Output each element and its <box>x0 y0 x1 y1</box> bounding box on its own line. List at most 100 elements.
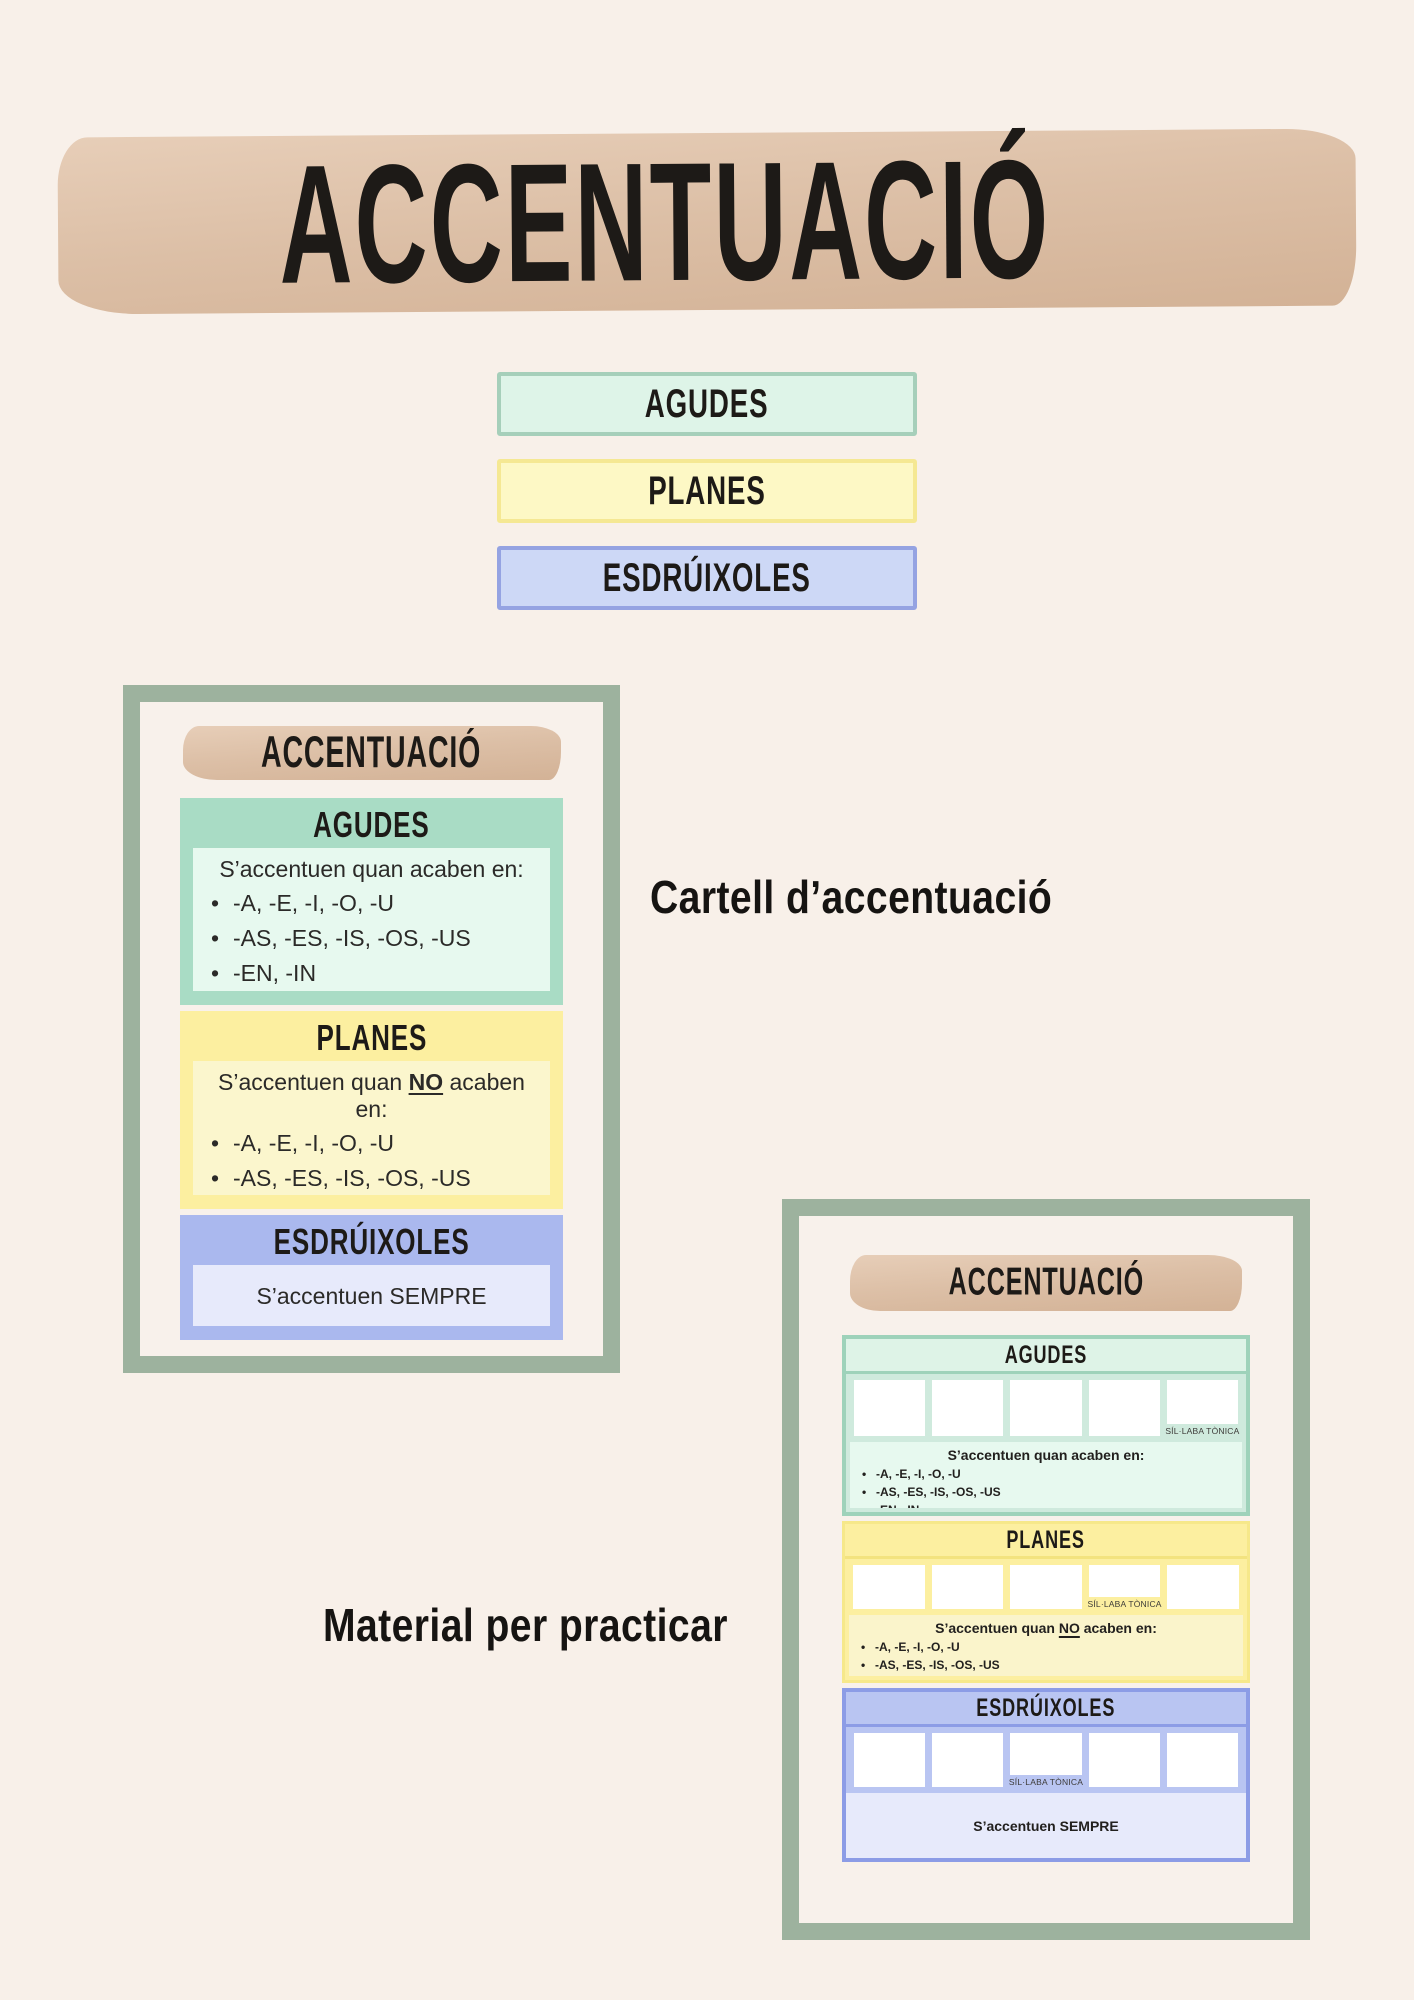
section-title: ESDRÚIXOLES <box>273 1220 470 1263</box>
syllable-box <box>1167 1565 1239 1609</box>
intro-text: acaben en: <box>1079 1620 1157 1636</box>
section-body: S’accentuen quan acaben en: -A, -E, -I, … <box>850 1442 1242 1508</box>
intro-text: S’accentuen quan <box>218 1069 409 1095</box>
syllable-row: SÍL·LABA TÒNICA <box>846 1727 1246 1793</box>
syllable-cell <box>853 1565 925 1609</box>
syllable-cell <box>854 1380 926 1436</box>
legend-label: ESDRÚIXOLES <box>603 555 811 600</box>
practice-section-agudes: AGUDES SÍL·LABA TÒNICA S’accentuen quan … <box>842 1335 1250 1516</box>
tonic-label: SÍL·LABA TÒNICA <box>1165 1426 1240 1436</box>
syllable-box <box>1088 1733 1160 1787</box>
material-title: ACCENTUACIÓ <box>948 1260 1144 1304</box>
legend-item-agudes: AGUDES <box>497 372 917 436</box>
bullet-item: -A, -E, -I, -O, -U <box>859 1638 1233 1656</box>
syllable-cell <box>932 1733 1004 1787</box>
practice-section-planes: PLANES SÍL·LABA TÒNICA S’accentuen quan … <box>842 1521 1250 1683</box>
syllable-cell <box>1088 1380 1160 1436</box>
section-header: AGUDES <box>180 798 563 848</box>
section-title: AGUDES <box>313 803 430 846</box>
cartell-caption: Cartell d’accentuació <box>650 871 1053 923</box>
syllable-cell <box>1088 1733 1160 1787</box>
bullet-item: -A, -E, -I, -O, -U <box>207 1126 536 1161</box>
syllable-cell <box>1166 1733 1239 1787</box>
syllable-box <box>932 1733 1004 1787</box>
material-caption: Material per practicar <box>323 1599 728 1651</box>
syllable-cell <box>1167 1565 1239 1609</box>
syllable-box <box>854 1380 926 1436</box>
cartell-title: ACCENTUACIÓ <box>261 727 482 778</box>
section-header: PLANES <box>845 1524 1247 1559</box>
intro-emphasis: NO <box>408 1069 444 1095</box>
syllable-box <box>1088 1565 1161 1597</box>
syllable-box <box>1166 1733 1239 1787</box>
material-card: ACCENTUACIÓ AGUDES SÍL·LABA TÒNICA S’acc… <box>782 1199 1310 1940</box>
tonic-syllable-cell: SÍL·LABA TÒNICA <box>1009 1733 1083 1787</box>
section-title: ESDRÚIXOLES <box>976 1694 1116 1723</box>
tonic-syllable-cell: SÍL·LABA TÒNICA <box>1087 1565 1161 1609</box>
legend-label: PLANES <box>648 468 766 513</box>
bullet-item: -EN, -IN <box>860 1501 1232 1508</box>
tonic-label: SÍL·LABA TÒNICA <box>1008 1777 1084 1787</box>
intro-text: S’accentuen quan <box>935 1620 1059 1636</box>
section-intro: S’accentuen quan NO acaben en: <box>859 1620 1233 1636</box>
cartell-section-agudes: AGUDES S’accentuen quan acaben en: -A, -… <box>180 798 563 1005</box>
syllable-cell <box>931 1565 1004 1609</box>
cartell-card: ACCENTUACIÓ AGUDES S’accentuen quan acab… <box>123 685 620 1373</box>
syllable-box <box>1010 1380 1082 1436</box>
section-intro: S’accentuen quan acaben en: <box>860 1447 1232 1463</box>
legend-item-esdruixoles: ESDRÚIXOLES <box>497 546 917 610</box>
syllable-cell <box>1010 1380 1082 1436</box>
section-intro: S’accentuen quan NO acaben en: <box>207 1069 536 1123</box>
section-header: PLANES <box>180 1011 563 1061</box>
cartell-title-brush: ACCENTUACIÓ <box>182 726 561 780</box>
section-title: PLANES <box>1006 1526 1086 1555</box>
section-intro: S’accentuen quan acaben en: <box>207 856 536 883</box>
syllable-cell <box>1010 1565 1082 1609</box>
title-brush: ACCENTUACIÓ <box>57 125 1357 319</box>
syllable-box <box>1010 1565 1082 1609</box>
intro-text: S’accentuen quan acaben en: <box>219 856 524 882</box>
bullet-item: -A, -E, -I, -O, -U <box>207 886 536 921</box>
section-note: S’accentuen SEMPRE <box>973 1817 1119 1834</box>
bullet-item: -AS, -ES, -IS, -OS, -US <box>859 1656 1233 1674</box>
page-title: ACCENTUACIÓ <box>278 124 1052 319</box>
legend-label: AGUDES <box>645 381 769 426</box>
syllable-cell <box>854 1733 926 1787</box>
syllable-box <box>1010 1733 1082 1775</box>
section-body: S’accentuen quan NO acaben en: -A, -E, -… <box>849 1615 1243 1676</box>
intro-emphasis: NO <box>1058 1620 1080 1636</box>
tonic-label: SÍL·LABA TÒNICA <box>1087 1599 1162 1609</box>
bullet-item: -AS, -ES, -IS, -OS, -US <box>207 1161 536 1195</box>
section-title: PLANES <box>316 1016 427 1059</box>
syllable-box <box>1088 1380 1160 1436</box>
cartell-section-esdruixoles: ESDRÚIXOLES S’accentuen SEMPRE <box>180 1215 563 1340</box>
legend-item-planes: PLANES <box>497 459 917 523</box>
cartell-section-planes: PLANES S’accentuen quan NO acaben en: -A… <box>180 1011 563 1209</box>
bullet-item: -EN, -IN <box>207 956 536 991</box>
section-body: S’accentuen quan acaben en: -A, -E, -I, … <box>193 848 550 991</box>
practice-section-esdruixoles: ESDRÚIXOLES SÍL·LABA TÒNICA S’accentuen … <box>842 1688 1250 1862</box>
section-title: AGUDES <box>1004 1341 1088 1370</box>
syllable-box <box>1166 1380 1239 1424</box>
bullet-item: -AS, -ES, -IS, -OS, -US <box>207 921 536 956</box>
section-header: ESDRÚIXOLES <box>180 1215 563 1265</box>
syllable-box <box>854 1733 926 1787</box>
section-body: S’accentuen quan NO acaben en: -A, -E, -… <box>193 1061 550 1195</box>
syllable-row: SÍL·LABA TÒNICA <box>845 1559 1247 1615</box>
tonic-syllable-cell: SÍL·LABA TÒNICA <box>1165 1380 1239 1436</box>
material-title-brush: ACCENTUACIÓ <box>850 1255 1242 1311</box>
syllable-box <box>853 1565 925 1609</box>
section-header: AGUDES <box>846 1339 1246 1374</box>
syllable-cell <box>932 1380 1004 1436</box>
section-note: S’accentuen SEMPRE <box>256 1283 487 1309</box>
intro-text: S’accentuen quan acaben en: <box>947 1447 1145 1463</box>
syllable-box <box>931 1565 1004 1609</box>
section-body: S’accentuen SEMPRE <box>193 1265 550 1326</box>
bullet-item: -EN, -IN <box>859 1674 1233 1676</box>
syllable-row: SÍL·LABA TÒNICA <box>846 1374 1246 1442</box>
section-header: ESDRÚIXOLES <box>846 1692 1246 1727</box>
intro-text: acaben en: <box>355 1069 525 1122</box>
bullet-item: -A, -E, -I, -O, -U <box>860 1465 1232 1483</box>
syllable-box <box>932 1380 1004 1436</box>
